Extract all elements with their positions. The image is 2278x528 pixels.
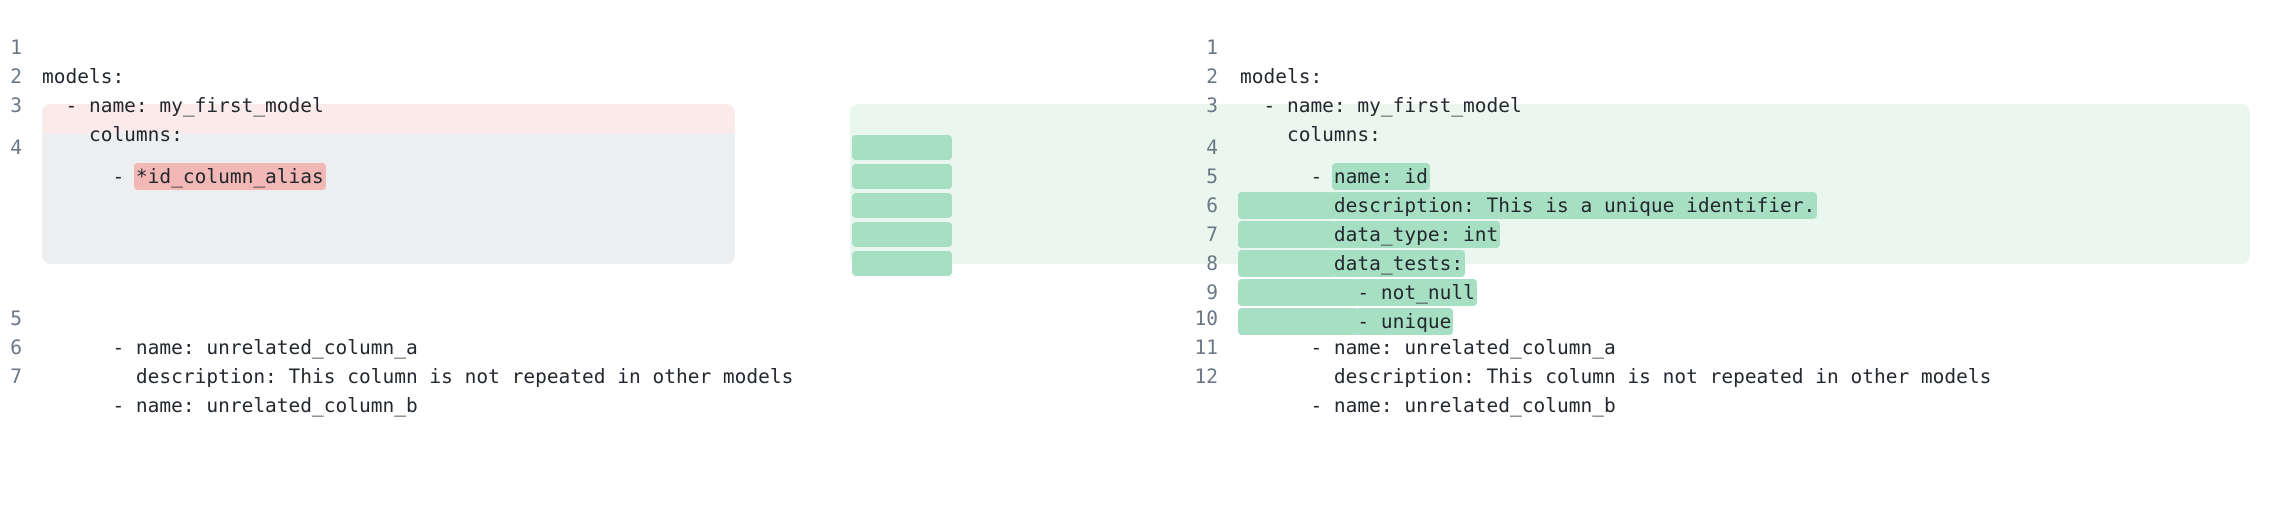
code-line[interactable]: 1 models:: [0, 4, 800, 88]
code-text: - name: unrelated_column_b: [1240, 394, 1616, 417]
code-line[interactable]: 3 columns:: [0, 62, 800, 146]
removed-line-band: [42, 104, 735, 133]
line-number: 8: [1206, 252, 1218, 275]
added-gutter-run: [852, 251, 952, 276]
added-token: data_type: int: [1331, 221, 1501, 248]
line-number: 5: [10, 307, 22, 330]
line-number: 3: [1206, 94, 1218, 117]
code-text: - not_null: [1238, 278, 1477, 307]
code-line[interactable]: 2 - name: my_first_model: [0, 33, 800, 117]
line-number: 10: [1194, 307, 1218, 330]
added-token: - unique: [1355, 308, 1454, 335]
code-text: - name: my_first_model: [42, 94, 324, 117]
line-number: 5: [1206, 165, 1218, 188]
code-text: - name: id: [1240, 163, 1430, 190]
line-number: 1: [1206, 36, 1218, 59]
added-gutter-run: [852, 135, 952, 160]
code-text: - name: unrelated_column_a: [1240, 336, 1616, 359]
added-indent: [1238, 279, 1360, 306]
code-text: - name: my_first_model: [1240, 94, 1522, 117]
added-token: - not_null: [1355, 279, 1477, 306]
code-line-added[interactable]: 4 - name: id: [850, 104, 2278, 190]
code-text: models:: [42, 65, 125, 88]
line-number: 7: [1206, 223, 1218, 246]
code-text: - unique: [1238, 307, 1454, 336]
removed-placeholder-block: [42, 133, 735, 264]
added-token: name: id: [1331, 163, 1430, 190]
code-text: - *id_column_alias: [42, 163, 326, 190]
line-number: 11: [1194, 336, 1218, 359]
line-number: 3: [10, 94, 22, 117]
code-text: - name: unrelated_column_b: [42, 394, 418, 417]
code-line-added[interactable]: 7 data_tests:: [850, 191, 2278, 277]
line-number: 9: [1206, 281, 1218, 304]
added-gutter-run: [852, 164, 952, 189]
code-line[interactable]: 5 - name: unrelated_column_a: [0, 275, 800, 359]
code-line[interactable]: 6 description: This column is not repeat…: [0, 304, 800, 388]
code-text: models:: [1240, 65, 1323, 88]
added-gutter-run: [852, 222, 952, 247]
code-text: data_tests:: [1238, 249, 1466, 278]
code-line-added[interactable]: 5 description: This is a unique identifi…: [850, 133, 2278, 219]
added-indent: [1238, 250, 1336, 277]
line-number: 2: [1206, 65, 1218, 88]
added-token: description: This is a unique identifier…: [1331, 192, 1818, 219]
code-text: - name: unrelated_column_a: [42, 336, 418, 359]
code-line-added[interactable]: 9 - unique: [850, 249, 2278, 335]
code-line[interactable]: 3 columns:: [850, 62, 2278, 146]
code-text: description: This column is not repeated…: [1240, 365, 1992, 388]
line-number: 6: [1206, 194, 1218, 217]
line-number: 2: [10, 65, 22, 88]
diff-pane-after[interactable]: 1 models: 2 - name: my_first_model 3 col…: [850, 0, 2278, 528]
added-indent: [1238, 308, 1360, 335]
removed-token: *id_column_alias: [133, 163, 326, 190]
added-gutter-run: [852, 193, 952, 218]
line-number: 12: [1194, 365, 1218, 388]
code-line-removed[interactable]: 4 - *id_column_alias: [0, 104, 800, 190]
code-text: description: This is a unique identifier…: [1238, 191, 1818, 220]
line-number: 7: [10, 365, 22, 388]
added-indent: [1238, 221, 1336, 248]
code-text: description: This column is not repeated…: [42, 365, 794, 388]
code-text: columns:: [42, 123, 183, 146]
code-line[interactable]: 1 models:: [850, 4, 2278, 88]
code-text: data_type: int: [1238, 220, 1501, 249]
diff-pane-before[interactable]: 1 models: 2 - name: my_first_model 3 col…: [0, 0, 800, 528]
added-token: data_tests:: [1331, 250, 1466, 277]
added-lines-band: [850, 104, 2250, 264]
code-line-added[interactable]: 6 data_type: int: [850, 162, 2278, 248]
added-indent: [1238, 192, 1336, 219]
code-text: columns:: [1240, 123, 1381, 146]
line-number: 1: [10, 36, 22, 59]
line-number: 4: [10, 136, 22, 159]
line-number: 6: [10, 336, 22, 359]
code-line-added[interactable]: 8 - not_null: [850, 220, 2278, 306]
code-line[interactable]: 2 - name: my_first_model: [850, 33, 2278, 117]
line-number: 4: [1206, 136, 1218, 159]
code-line[interactable]: 7 - name: unrelated_column_b: [0, 333, 800, 417]
code-line[interactable]: 12 - name: unrelated_column_b: [850, 333, 2278, 417]
code-line[interactable]: 11 description: This column is not repea…: [850, 304, 2278, 388]
code-line[interactable]: 10 - name: unrelated_column_a: [850, 275, 2278, 359]
